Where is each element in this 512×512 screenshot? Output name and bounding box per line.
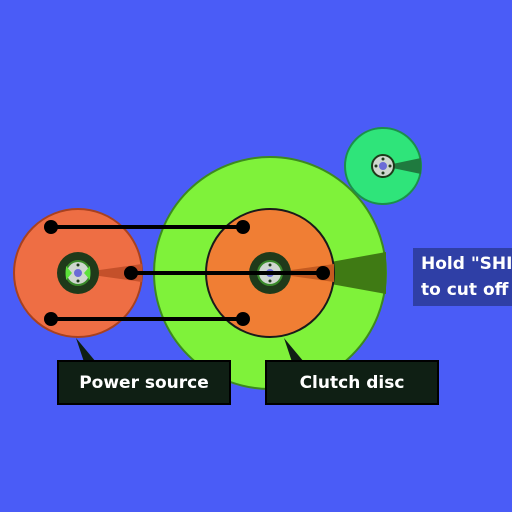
belt-pin	[124, 266, 138, 280]
gear-hub-icon	[65, 260, 91, 286]
power-source-label-text: Power source	[79, 372, 209, 393]
gear-hub-icon	[371, 154, 395, 178]
clutch-disc-label-text: Clutch disc	[299, 372, 405, 393]
belt-pin	[44, 220, 58, 234]
belt-links	[44, 220, 330, 326]
belt-pin	[236, 220, 250, 234]
hint-tooltip: Hold "SHI to cut off	[413, 248, 512, 306]
clutch-label-pointer	[284, 338, 304, 362]
power-source-label: Power source	[57, 360, 231, 405]
clutch-disc-label: Clutch disc	[265, 360, 439, 405]
hint-line-1: Hold "SHI	[421, 254, 512, 274]
belt-pin	[316, 266, 330, 280]
belt-pin	[236, 312, 250, 326]
power-label-pointer	[76, 338, 96, 362]
belt-pin	[44, 312, 58, 326]
small-teal-wheel[interactable]	[344, 127, 422, 205]
hint-line-2: to cut off	[421, 280, 509, 300]
